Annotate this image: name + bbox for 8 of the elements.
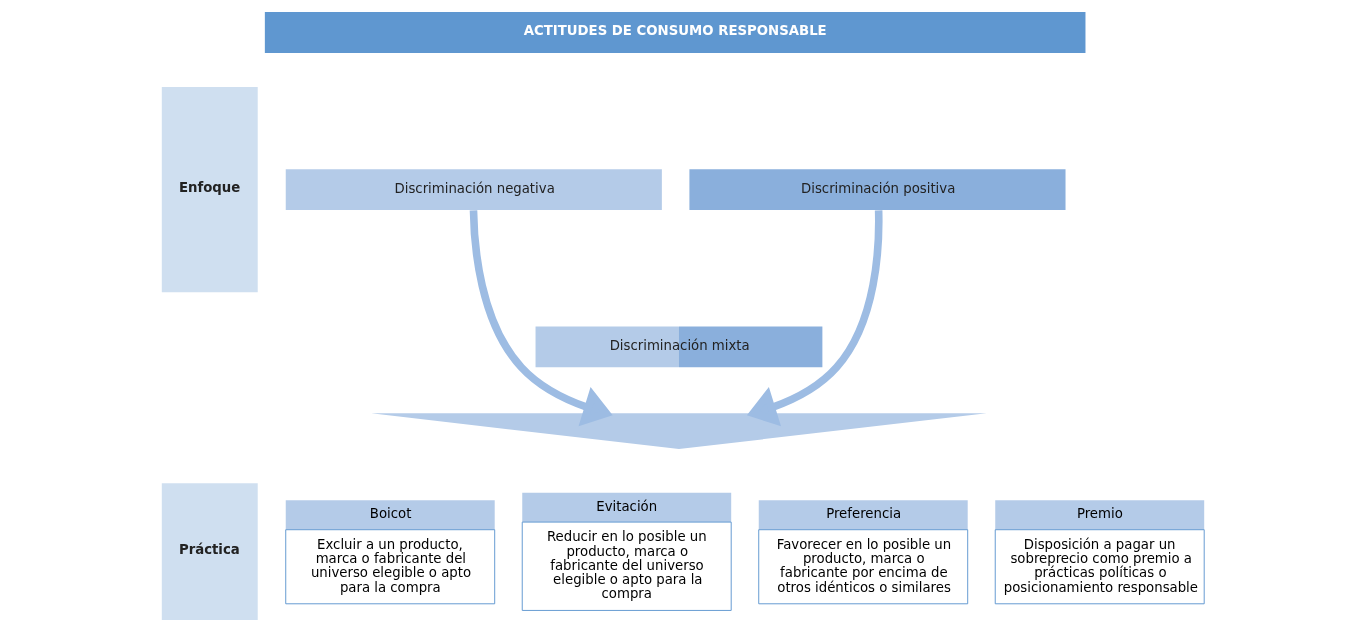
arrow <box>469 210 613 427</box>
node-triangle <box>371 413 987 449</box>
node-box: ACTITUDES DE CONSUMO RESPONSABLE <box>264 12 1086 53</box>
node-box: Discriminación positiva <box>689 169 1066 211</box>
node-box: Enfoque <box>161 87 258 293</box>
node-box: Práctica <box>161 483 258 620</box>
arrow <box>746 210 883 427</box>
node-box: Discriminación negativa <box>285 169 662 211</box>
